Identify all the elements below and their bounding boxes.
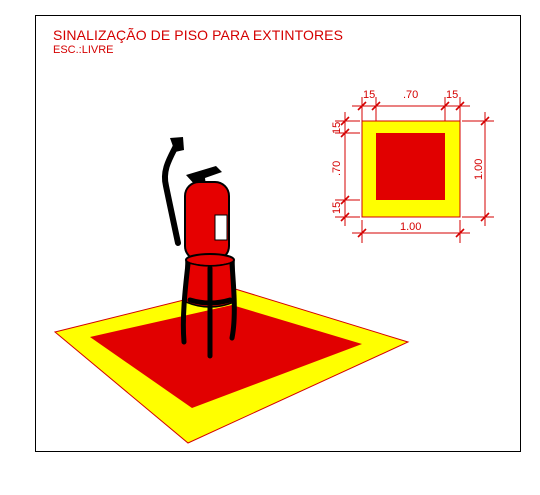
dimension-ticks [340,101,490,238]
extinguisher-label [214,214,228,241]
hose-nozzle [170,137,184,152]
dimension-lines [335,97,494,243]
dim-border-top: 15 [331,122,343,134]
stand-legs [180,261,237,359]
floor-marking-plan-detail [361,120,461,218]
drawing-title: SINALIZAÇÃO DE PISO PARA EXTINTORES [53,27,344,43]
extinguisher-valve [186,166,222,186]
floor-marking-perspective [53,287,410,444]
dim-border-left: 15 [363,89,375,101]
dim-total-height: 1.00 [473,159,485,180]
extinguisher-hose [162,141,181,246]
fire-extinguisher-illustration [162,137,237,359]
floor-red-center [90,305,362,408]
drawing-frame [35,15,521,452]
scale-note: ESC.:LIVRE [53,44,114,56]
dim-total-width: 1.00 [400,221,421,233]
plan-red-center [376,133,445,200]
dim-border-right: 15 [446,89,458,101]
dim-inner-width: .70 [403,89,418,101]
dim-border-bottom: 15 [331,202,343,214]
dim-inner-height: .70 [331,161,343,176]
